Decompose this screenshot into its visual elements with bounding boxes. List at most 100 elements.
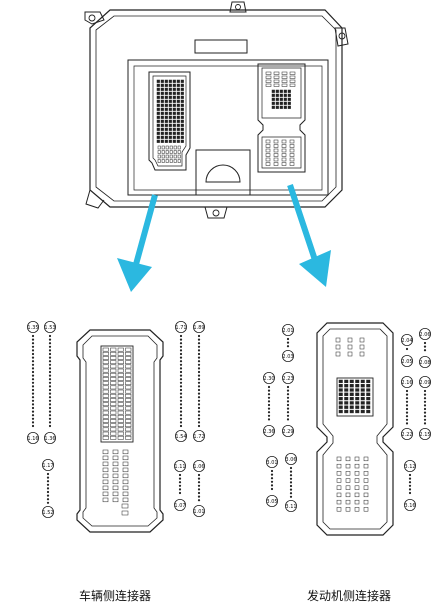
pin-dot (31, 374, 35, 377)
pin-cell (366, 396, 371, 401)
pin-label-text: 2.04 (401, 338, 412, 344)
pin-dot (270, 473, 274, 476)
pin-cell (355, 396, 360, 401)
pin-dot (197, 345, 201, 348)
pin-label-text: 2.06 (419, 332, 430, 338)
pin-cell (344, 392, 349, 396)
pin-dot (178, 473, 182, 477)
pin-dot (46, 483, 50, 486)
pin-dot (197, 367, 201, 370)
pin-cell (283, 89, 287, 93)
pin-dot (48, 352, 52, 356)
pin-dot (179, 392, 183, 395)
pin-cell (354, 463, 360, 469)
arrow-to-engine-connector (287, 184, 331, 287)
pin-cell (122, 467, 129, 473)
pin-dot (197, 388, 201, 392)
pin-cell (110, 368, 117, 373)
pin-dot (48, 406, 52, 410)
pin-dot (197, 410, 201, 413)
pin-dot (197, 370, 201, 374)
pin-cell (102, 398, 109, 402)
pin-label-top: 1.71 (174, 320, 187, 333)
ecu-left-pin-grid (156, 79, 184, 163)
pin-cell (102, 368, 109, 373)
pin-cell (265, 75, 272, 79)
pin-cell (355, 401, 360, 405)
pin-cell (349, 405, 354, 409)
pin-cell (165, 145, 169, 150)
pin-dot (48, 338, 52, 341)
pin-cell (338, 388, 343, 392)
pin-cell (336, 456, 342, 462)
pin-cell (176, 119, 180, 123)
pin-dot (197, 491, 201, 495)
pin-dot (267, 396, 271, 399)
pin-label-text: 1.07 (174, 503, 185, 509)
pin-cell (117, 419, 124, 423)
pin-cell (273, 153, 279, 157)
pin-cell (125, 427, 132, 432)
pin-cell (160, 107, 164, 111)
pin-cell (366, 384, 371, 388)
vehicle-side-connector (76, 329, 164, 533)
pin-cell (366, 401, 371, 405)
pin-cell (180, 87, 184, 91)
pin-dot (270, 484, 274, 487)
pin-cell (180, 83, 184, 87)
pin-cell (360, 379, 365, 384)
vehicle-connector-pins (102, 347, 132, 516)
pin-label-top: 2.30 (262, 371, 275, 384)
pin-cell (156, 119, 160, 123)
pin-cell (125, 372, 132, 377)
pin-cell (289, 139, 295, 144)
pin-cell (180, 131, 184, 135)
pin-dot (46, 494, 50, 497)
pin-cell (164, 83, 168, 87)
pin-cell (164, 107, 168, 111)
pin-cell (117, 393, 124, 398)
pin-dot (31, 334, 35, 338)
pin-cell (273, 144, 279, 148)
pin-dot (46, 476, 50, 479)
pin-cell (160, 119, 164, 123)
pin-cell (180, 107, 184, 111)
pin-dot (289, 488, 293, 491)
pin-cell (102, 389, 109, 394)
pin-cell (160, 127, 164, 131)
pin-cell (355, 384, 360, 388)
pin-cell (176, 87, 180, 91)
pin-cell (289, 75, 296, 79)
pin-cell (117, 402, 124, 407)
pin-cell (273, 157, 279, 162)
pin-cell (363, 478, 369, 483)
pin-cell (102, 431, 109, 436)
pin-cell (110, 377, 117, 381)
pin-cell (110, 435, 117, 440)
pin-label-text: 2.22 (401, 432, 412, 438)
pin-cell (164, 91, 168, 95)
engine-label-col-e: 3.063.11 (284, 452, 297, 512)
pin-dot (179, 352, 183, 356)
pin-cell (273, 83, 280, 87)
pin-cell (344, 379, 349, 384)
pin-cell (173, 150, 177, 154)
pin-cell (176, 107, 180, 111)
pin-cell (265, 157, 271, 162)
pin-cell (125, 435, 132, 440)
pin-dot (197, 477, 201, 480)
pin-cell (176, 99, 180, 103)
pin-dot (31, 356, 35, 359)
pin-cell (102, 351, 109, 356)
pin-label-top: 2.01 (281, 323, 294, 336)
pin-label-bottom: 1.01 (192, 504, 205, 517)
pin-cell (125, 402, 132, 407)
pin-dot (197, 481, 201, 484)
pin-cell (125, 381, 132, 386)
pin-dot (48, 388, 52, 392)
pin-dot (405, 422, 409, 425)
pin-cell (168, 103, 172, 107)
pin-cell (336, 507, 342, 512)
pin-cell (281, 144, 287, 148)
pin-dot (179, 360, 183, 363)
